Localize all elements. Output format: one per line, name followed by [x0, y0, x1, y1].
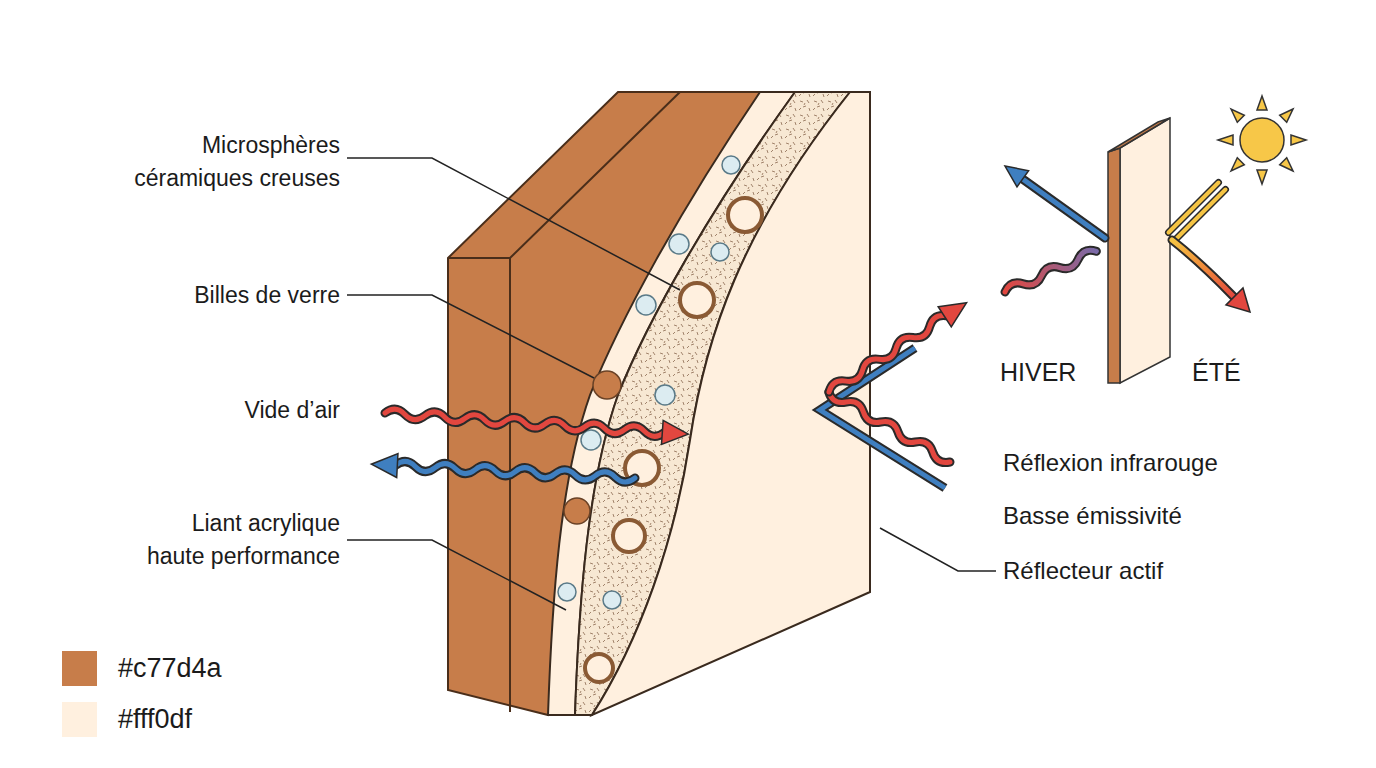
season-label-box: HIVER — [1000, 356, 1076, 388]
winter-arrow-red — [1003, 247, 1098, 296]
property-label: Réflexion infrarouge — [1003, 447, 1218, 479]
legend-text: #c77d4a — [118, 651, 222, 686]
part-label: Billes de verre — [194, 279, 340, 312]
season-panel — [1108, 118, 1170, 383]
part-label: Microsphères céramiques creuses — [125, 129, 340, 195]
glass-beads — [564, 371, 621, 524]
summer-rays — [1169, 183, 1251, 313]
season-label: ÉTÉ — [1192, 356, 1241, 388]
part-label-box: Vide d’air — [245, 394, 340, 427]
legend-row: #fff0df — [62, 702, 222, 737]
ir-reflection-red-in — [827, 388, 953, 466]
sun-icon — [1218, 96, 1306, 184]
leader-lines — [347, 158, 996, 610]
part-label: Liant acrylique haute performance — [138, 507, 340, 573]
property-label-box: Basse émissivité — [1003, 500, 1182, 532]
legend: #c77d4a #fff0df — [62, 651, 222, 753]
cold-arrow-out — [371, 452, 636, 490]
legend-swatch — [62, 651, 97, 686]
part-label: Vide d’air — [245, 394, 340, 427]
legend-swatch — [62, 702, 97, 737]
property-label: Basse émissivité — [1003, 500, 1182, 532]
legend-text: #fff0df — [118, 702, 192, 737]
winter-arrow-blue — [1005, 166, 1105, 238]
season-label-box: ÉTÉ — [1192, 356, 1241, 388]
part-label-box: Liant acrylique haute performance — [138, 507, 340, 573]
property-label-box: Réflexion infrarouge — [1003, 447, 1218, 479]
season-label: HIVER — [1000, 356, 1076, 388]
property-label-box: Réflecteur actif — [1003, 555, 1163, 587]
part-label-box: Billes de verre — [194, 279, 340, 312]
heat-arrow-in — [384, 401, 689, 446]
air-voids — [558, 156, 740, 609]
property-label: Réflecteur actif — [1003, 555, 1163, 587]
microspheres — [585, 198, 762, 682]
legend-row: #c77d4a — [62, 651, 222, 686]
ir-reflection-red-out — [822, 293, 973, 402]
part-label-box: Microsphères céramiques creuses — [125, 129, 340, 195]
